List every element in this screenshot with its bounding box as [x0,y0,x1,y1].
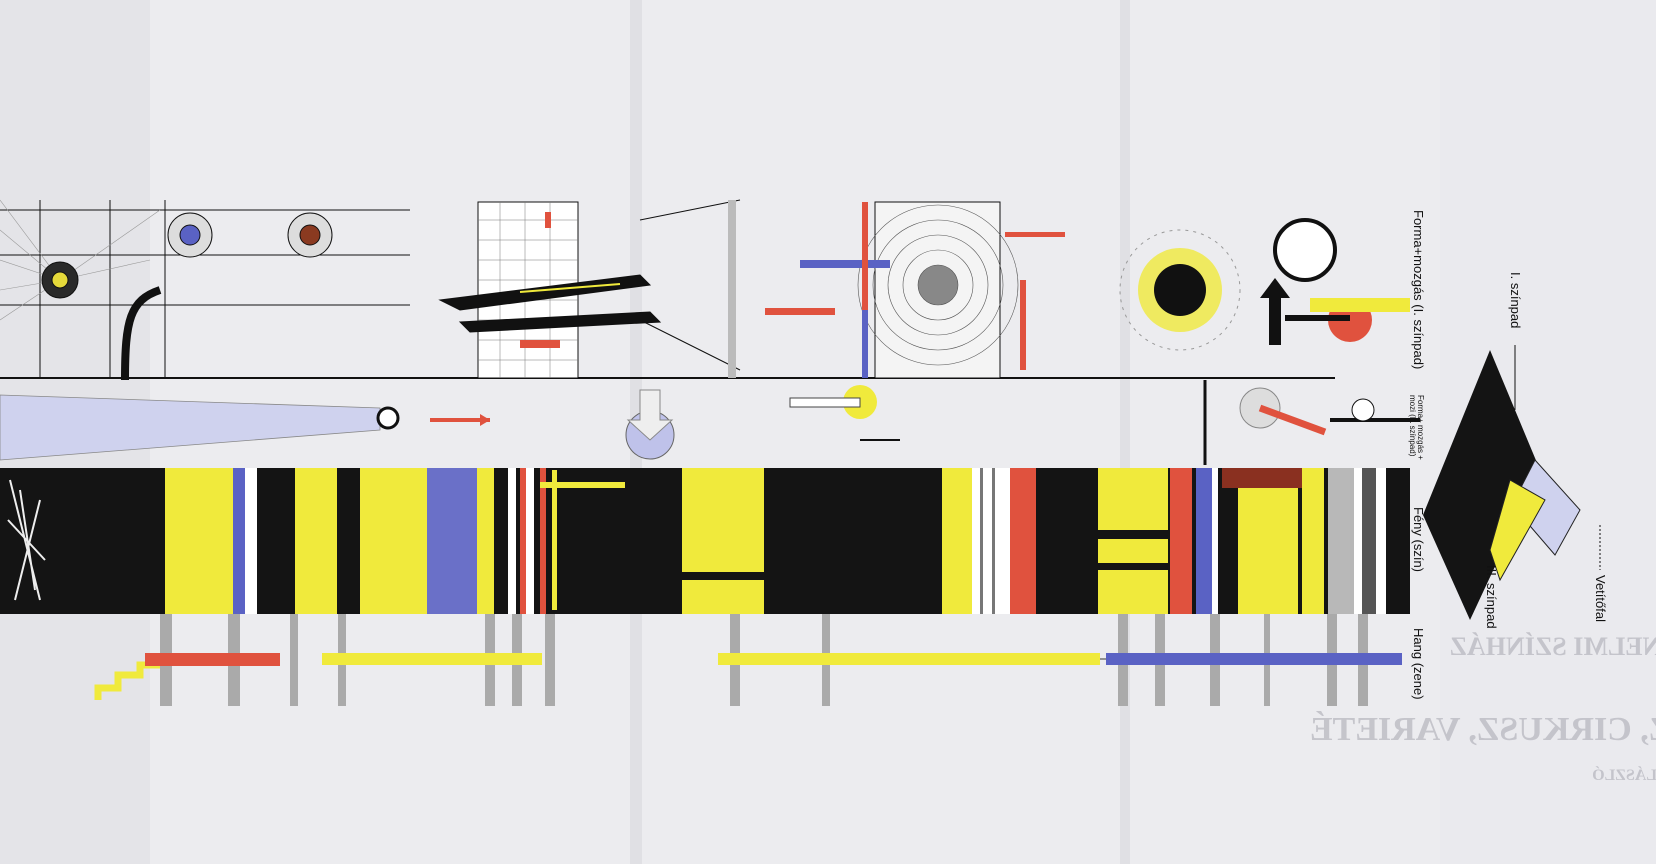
label-form-movement-stage-2-line2: mozi (II. színpad) [1408,395,1417,457]
form-movement-row [0,199,1420,465]
label-light-color: Fény (szín) [1411,507,1426,572]
light-color-band [0,468,1410,614]
show-through-text: TENELMI SZÍNHÁZ AZ, CIRKUSZ, VARIETÉ AGY… [1310,632,1656,784]
label-form-movement-stage-2: Forma+ mozgás + [1416,395,1425,460]
ghost-title-2: AZ, CIRKUSZ, VARIETÉ [1310,711,1656,748]
sound-music-row [94,614,1402,706]
stage-diagram [1423,345,1601,620]
label-projection-wall: Vetítőfal [1593,575,1608,622]
ghost-author: AGY LÁSZLÓ [1592,765,1656,784]
label-sound-music: Hang (zene) [1411,628,1426,700]
label-stage-3: III. színpad [1484,565,1499,629]
label-form-movement-stage-1: Forma+mozgás (I. színpad) [1411,210,1426,369]
ghost-title-1: TENELMI SZÍNHÁZ [1450,632,1656,661]
label-stage-1: I. színpad [1508,272,1523,328]
